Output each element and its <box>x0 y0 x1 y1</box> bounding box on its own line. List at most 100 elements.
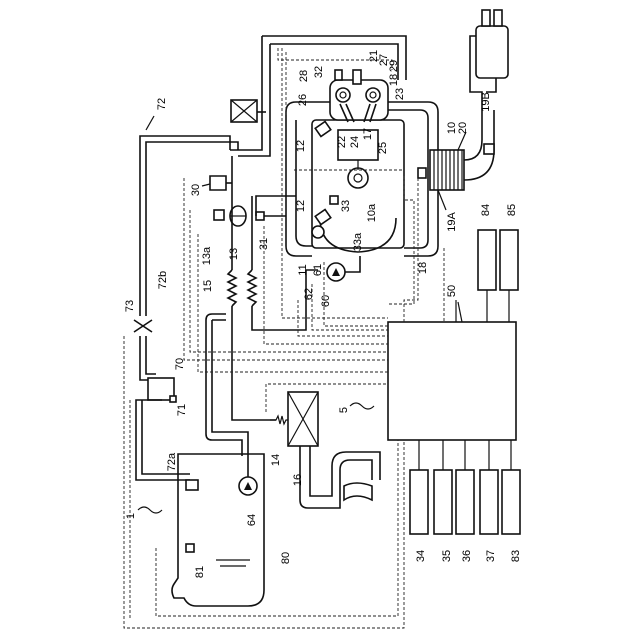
ecu-area <box>388 230 520 534</box>
label-t33a: 33a <box>352 232 364 251</box>
label-t1: 1 <box>125 513 137 519</box>
label-t71: 71 <box>176 404 188 416</box>
label-t5: 5 <box>338 407 350 413</box>
supply-line-inner <box>212 320 248 456</box>
label-t72a: 72a <box>166 452 178 471</box>
line-72 <box>140 136 230 316</box>
cooler <box>270 392 380 508</box>
label-t13a: 13a <box>201 246 213 265</box>
leader-1 <box>138 507 162 513</box>
leader-5 <box>350 403 374 409</box>
sensor-83-box <box>502 470 520 534</box>
label-t23: 23 <box>394 88 406 100</box>
pump-60-line <box>345 256 360 272</box>
label-t60: 60 <box>320 295 332 307</box>
valve-11 <box>312 226 324 238</box>
bellows-a <box>228 270 236 306</box>
label-t20: 20 <box>457 122 469 134</box>
bellows-b <box>248 270 256 306</box>
left-sensors <box>210 176 286 226</box>
label-t18b: 18 <box>417 262 429 274</box>
tailpipe-1 <box>482 10 490 26</box>
sensor-37-box <box>480 470 498 534</box>
label-t18a: 18 <box>388 74 400 86</box>
label-t64: 64 <box>246 514 258 526</box>
label-t24: 24 <box>349 136 361 148</box>
label-t22: 22 <box>336 136 348 148</box>
intake-manifold-inner <box>286 112 312 256</box>
spring-14 <box>270 416 288 424</box>
label-t19B: 19B <box>480 92 492 112</box>
label-t35: 35 <box>441 550 453 562</box>
valve-73 <box>134 320 152 332</box>
label-t12a: 12 <box>295 140 307 152</box>
label-t84: 84 <box>480 204 492 216</box>
filler-cap <box>186 480 198 490</box>
label-t13: 13 <box>228 248 240 260</box>
sensor-30 <box>210 176 226 190</box>
label-t10a: 10a <box>366 203 378 222</box>
intake-manifold <box>296 120 312 246</box>
sensor-36-box <box>456 470 474 534</box>
label-t61: 61 <box>312 264 324 276</box>
cam-sensor <box>335 70 342 80</box>
exhaust <box>430 10 508 190</box>
sensor-85-box <box>500 230 518 290</box>
fuel-line-down-a <box>232 306 276 420</box>
label-t25: 25 <box>377 142 389 154</box>
air-cleaner <box>231 100 266 122</box>
label-t19A: 19A <box>446 212 458 232</box>
label-t37: 37 <box>485 550 497 562</box>
coolant-sensor <box>418 168 426 178</box>
label-t50: 50 <box>446 285 458 297</box>
label-t17: 17 <box>362 128 374 140</box>
label-t80: 80 <box>280 552 292 564</box>
sensor-71 <box>170 396 176 402</box>
label-t33: 33 <box>340 200 352 212</box>
spark-plug <box>353 70 361 84</box>
supply-line-top <box>206 314 226 320</box>
label-t16: 16 <box>292 474 304 486</box>
label-t62: 62 <box>303 288 315 300</box>
label-t12b: 12 <box>295 200 307 212</box>
muffler <box>476 26 508 78</box>
sensor-13a <box>214 210 224 220</box>
line-72b <box>140 336 156 380</box>
ecu-50 <box>388 322 516 440</box>
sensor-35-box <box>434 470 452 534</box>
leader-30 <box>202 184 210 186</box>
label-t72b: 72b <box>157 271 169 289</box>
fuel-tank <box>172 454 264 606</box>
label-t28: 28 <box>298 70 310 82</box>
catalyst <box>430 150 464 190</box>
label-t30: 30 <box>190 184 202 196</box>
label-t81: 81 <box>194 566 206 578</box>
label-t73: 73 <box>124 300 136 312</box>
label-t72: 72 <box>156 98 168 110</box>
label-t32: 32 <box>313 66 325 78</box>
sig-14 <box>266 384 388 412</box>
sig-left-3 <box>198 234 388 372</box>
o2-sensor <box>484 144 494 154</box>
leader-50 <box>458 302 462 322</box>
sensor-34-box <box>410 470 428 534</box>
label-t31: 31 <box>258 238 270 250</box>
tailpipe-2 <box>494 10 502 26</box>
label-t36: 36 <box>461 550 473 562</box>
engine <box>312 70 426 252</box>
label-t15: 15 <box>202 280 214 292</box>
pipe-16-tail <box>344 483 372 500</box>
sensor-31 <box>256 212 264 220</box>
tank-fuel-level <box>216 560 250 566</box>
label-t70: 70 <box>174 358 186 370</box>
label-t11: 11 <box>297 264 309 275</box>
label-t29: 29 <box>388 60 400 72</box>
label-t85: 85 <box>506 204 518 216</box>
label-t26: 26 <box>297 94 309 106</box>
sensor-arrows-bottom <box>419 440 511 470</box>
sensor-84-box <box>478 230 496 290</box>
label-t34: 34 <box>415 550 427 562</box>
leader-72 <box>146 116 154 130</box>
label-t83: 83 <box>510 550 522 562</box>
